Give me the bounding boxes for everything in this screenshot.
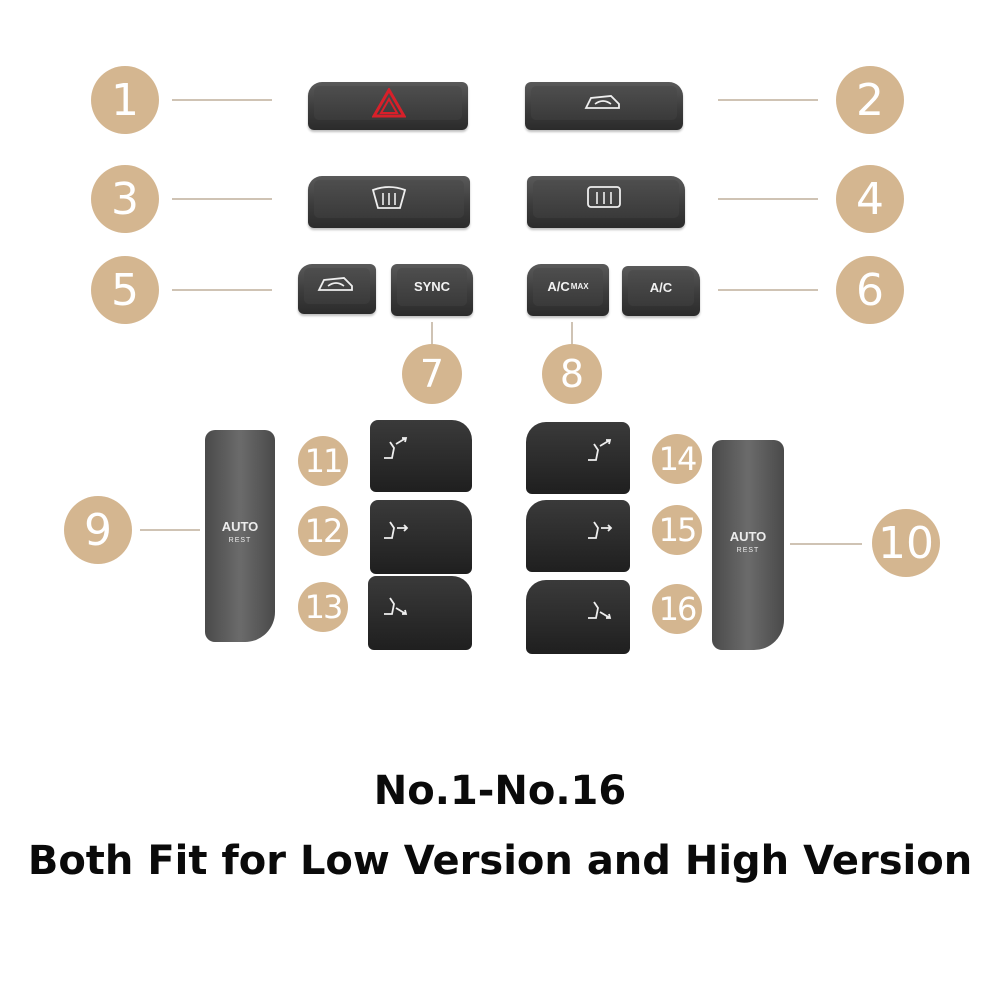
auto-left-sub-label: REST	[228, 537, 252, 544]
sync-label: SYNC	[413, 278, 451, 294]
badge-14: 14	[652, 434, 702, 484]
leader-line-9	[140, 529, 200, 531]
air-flow-up-key-right	[526, 422, 630, 494]
leader-line-2	[718, 99, 818, 101]
ac-max-sub-label: MAX	[570, 281, 589, 291]
badge-4: 4	[836, 165, 904, 233]
badge-11: 11	[298, 436, 348, 486]
air-flow-body-key-left	[370, 500, 472, 574]
air-flow-up-key-left	[370, 420, 472, 492]
air-flow-up-icon	[384, 437, 408, 459]
badge-1: 1	[91, 66, 159, 134]
auto-right-sub-label: REST	[736, 547, 760, 554]
badge-6: 6	[836, 256, 904, 324]
air-recirculation-icon	[317, 277, 353, 291]
air-flow-body-icon	[588, 521, 613, 539]
leader-line-10	[790, 543, 862, 545]
leader-line-5	[172, 289, 272, 291]
auto-right-key: AUTO REST	[712, 440, 784, 650]
badge-12: 12	[298, 506, 348, 556]
caption-title: No.1-No.16	[373, 768, 627, 814]
auto-right-label: AUTO	[729, 529, 767, 544]
hazard-key	[308, 82, 468, 130]
air-flow-feet-icon	[588, 601, 612, 619]
air-recirculation-key	[298, 264, 376, 314]
badge-9: 9	[64, 496, 132, 564]
air-flow-body-key-right	[526, 500, 630, 572]
auto-left-key: AUTO REST	[205, 430, 275, 642]
badge-3: 3	[91, 165, 159, 233]
badge-2: 2	[836, 66, 904, 134]
product-diagram: 1 2 3 4 5	[64, 66, 940, 654]
leader-line-3	[172, 198, 272, 200]
front-defrost-icon	[371, 186, 407, 209]
leader-line-6	[718, 289, 818, 291]
badge-10: 10	[872, 509, 940, 577]
air-flow-feet-icon	[384, 597, 408, 615]
badge-7: 7	[402, 344, 462, 404]
air-flow-feet-key-left	[368, 576, 472, 650]
leader-line-8	[571, 322, 573, 344]
badge-13: 13	[298, 582, 348, 632]
front-defrost-key	[308, 176, 470, 228]
rear-air-recirculation-icon	[584, 95, 620, 109]
ac-label: A/C	[649, 279, 673, 295]
air-flow-body-icon	[384, 521, 409, 539]
rear-defrost-icon	[587, 186, 621, 208]
caption-subtitle: Both Fit for Low Version and High Versio…	[27, 838, 973, 884]
badge-15: 15	[652, 505, 702, 555]
leader-line-4	[718, 198, 818, 200]
leader-line-7	[431, 322, 433, 344]
sync-key: SYNC	[391, 264, 473, 316]
hazard-triangle-icon	[372, 88, 406, 118]
rear-defrost-key	[527, 176, 685, 228]
rear-air-key	[525, 82, 683, 130]
leader-line-1	[172, 99, 272, 101]
auto-left-label: AUTO	[221, 519, 259, 534]
badge-8: 8	[542, 344, 602, 404]
air-flow-up-icon	[588, 439, 612, 461]
badge-16: 16	[652, 584, 702, 634]
ac-key: A/C	[622, 266, 700, 316]
badge-5: 5	[91, 256, 159, 324]
air-flow-feet-key-right	[526, 580, 630, 654]
ac-max-label: A/C	[547, 278, 570, 294]
